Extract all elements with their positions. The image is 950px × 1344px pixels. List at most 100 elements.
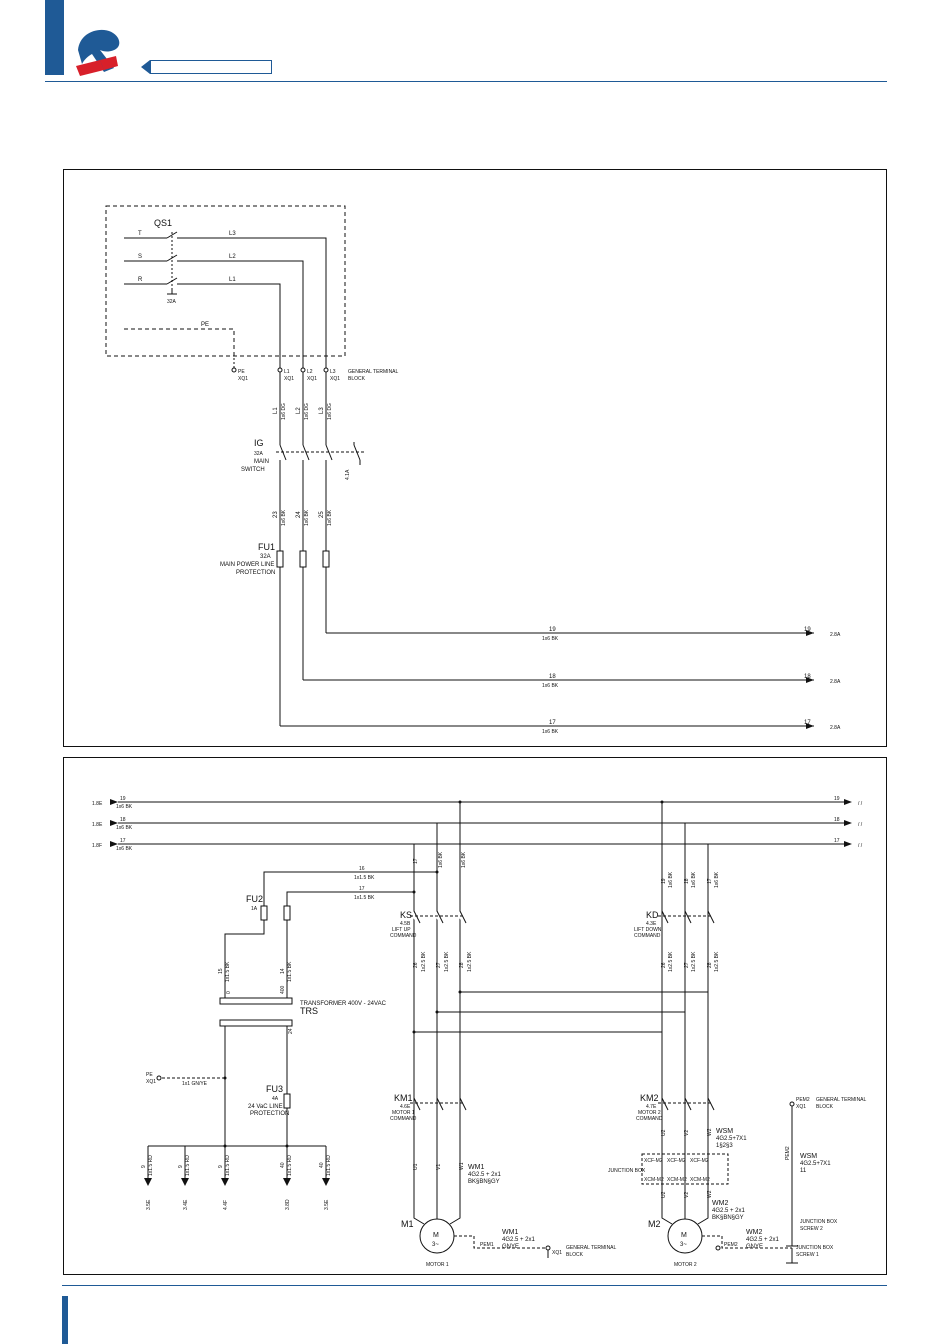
wm2-label: WM2 <box>712 1200 728 1207</box>
kd-desc-1: LIFT DOWN <box>634 927 662 933</box>
pe-label: PE <box>201 322 209 328</box>
kd-out-28-spec: 1x2.5 BK <box>714 951 720 972</box>
line-l1-label: L1 <box>229 277 236 283</box>
wire-19-end: 19 <box>804 627 811 633</box>
fu1-desc-1: MAIN POWER LINE <box>220 562 274 568</box>
xcm-1: XCM-M2 <box>644 1177 664 1183</box>
wsm-b-label: WSM <box>800 1153 817 1160</box>
out-wire-3: 9 <box>218 1165 224 1168</box>
km1-desc-2: COMMAND <box>390 1116 417 1122</box>
wire-19-label: 19 <box>549 627 556 633</box>
m1-symbol: M <box>433 1232 439 1239</box>
bus-19-ref: 1.8E <box>92 801 103 807</box>
out-ref-4: 3.8D <box>285 1199 291 1210</box>
ks-out-28: 28 <box>459 962 465 968</box>
km2-feed-19: 19 <box>661 878 667 884</box>
ks-out-26: 26 <box>413 962 419 968</box>
gtb3-label: GENERAL TERMINAL <box>816 1097 867 1103</box>
out-spec-4: 1x1.5 RD <box>287 1155 293 1176</box>
wire-19-spec: 1x6 BK <box>542 636 559 642</box>
wsm-label: WSM <box>716 1128 733 1135</box>
out-spec-1: 1x1.5 RD <box>148 1155 154 1176</box>
bus-19-label: 19 <box>120 796 126 802</box>
out-ref-2: 3.4E <box>183 1199 189 1210</box>
m1-w1: W1 <box>459 1162 465 1170</box>
wsm-b-spec-1: 4G2.5+7X1 <box>800 1161 831 1167</box>
ig-aux-ref: 4.1A <box>345 469 351 480</box>
xcm-2: XCM-M2 <box>667 1177 687 1183</box>
bus-18-arrow-ref: / / <box>858 822 863 828</box>
bus-19-spec: 1x6 BK <box>116 804 133 810</box>
ks-out-28-spec: 1x2.5 BK <box>467 951 473 972</box>
m1-label: M1 <box>401 1219 414 1229</box>
line-l2-label: L2 <box>229 254 236 260</box>
tap-24: 24 <box>288 1028 294 1034</box>
bus-17-end: 17 <box>834 838 840 844</box>
xcm-3: XCM-M2 <box>690 1177 710 1183</box>
phase-r: R <box>138 277 143 283</box>
terminal-l2-xq: XQ1 <box>307 376 317 382</box>
fu2-label: FU2 <box>246 894 263 904</box>
jbs2-label-1: JUNCTION BOX <box>800 1219 838 1225</box>
qs1-label: QS1 <box>154 218 172 228</box>
fu3-rating: 4A <box>272 1096 279 1102</box>
wm1-spec-1: 4G2.5 + 2x1 <box>468 1172 502 1178</box>
gtb1-label-2: BLOCK <box>566 1252 584 1258</box>
pe-ctrl-label: PE <box>146 1072 153 1078</box>
terminal-l3-xq: XQ1 <box>330 376 340 382</box>
km2-w2-top: W2 <box>707 1128 713 1136</box>
km2-ref: 4.7E <box>646 1104 657 1110</box>
out-spec-3: 1x1.5 RD <box>225 1155 231 1176</box>
power-circuit-panel: QS1 T S R L3 L2 L1 32A PE PE XQ1 L1 XQ1 … <box>63 169 887 747</box>
trs-desc: TRANSFORMER 400V - 24VAC <box>300 1001 387 1007</box>
bus-19-end: 19 <box>834 796 840 802</box>
ig-label: IG <box>254 438 264 448</box>
ctrl-wire-17-spec: 1x1.5 BK <box>354 895 375 901</box>
wm2b-spec-1: 4G2.5 + 2x1 <box>746 1237 780 1243</box>
wsm-spec-2: 1§2§3 <box>716 1143 733 1149</box>
km2-u2-top: U2 <box>661 1129 667 1136</box>
terminal-l2: L2 <box>307 369 313 375</box>
bus-18-end: 18 <box>834 817 840 823</box>
m2-u2: U2 <box>661 1191 667 1198</box>
km2-label: KM2 <box>640 1093 659 1103</box>
bus-17-spec: 1x6 BK <box>116 846 133 852</box>
wm2b-label: WM2 <box>746 1229 762 1236</box>
km1-label: KM1 <box>394 1093 413 1103</box>
ks-out-27: 27 <box>436 962 442 968</box>
ig-desc-1: MAIN <box>254 459 269 465</box>
wire-23: 23 <box>273 511 279 518</box>
qs1-enclosure <box>105 205 346 357</box>
footer-rule <box>62 1285 887 1286</box>
terminal-block-label-2: BLOCK <box>348 376 366 382</box>
jbs1-label-2: SCREW 1 <box>796 1252 819 1258</box>
jbs2-label-2: SCREW 2 <box>800 1226 823 1232</box>
bus-17-ref: 1.8F <box>92 843 102 849</box>
wire-17-end: 17 <box>804 720 811 726</box>
wire-18-spec: 1x6 BK <box>542 683 559 689</box>
gtb1-label-1: GENERAL TERMINAL <box>566 1245 617 1251</box>
junction-box-label: JUNCTION BOX <box>608 1168 646 1174</box>
kd-label: KD <box>646 910 659 920</box>
km2-feed-18-spec: 1x6 BK <box>691 871 697 888</box>
wire-17-label: 17 <box>549 720 556 726</box>
fu2-rating: 1A <box>251 906 258 912</box>
out-spec-2: 1x1.5 RD <box>185 1155 191 1176</box>
terminal-l1-xq: XQ1 <box>284 376 294 382</box>
km2-feed-17: 17 <box>707 878 713 884</box>
m2-label: M2 <box>648 1219 661 1229</box>
wire-24: 24 <box>296 511 302 518</box>
km2-feed-18: 18 <box>684 878 690 884</box>
m2-phase: 3~ <box>680 1242 687 1248</box>
m1-phase: 3~ <box>432 1242 439 1248</box>
ks-label: KS <box>400 910 412 920</box>
wire-18-ref: 2.8A <box>830 679 841 685</box>
ctrl-wire-16: 16 <box>359 866 365 872</box>
kd-out-26-spec: 1x2.5 BK <box>668 951 674 972</box>
m2-symbol: M <box>681 1232 687 1239</box>
pem2-label: PEM2 <box>724 1242 738 1248</box>
out-wire-1: 9 <box>141 1165 147 1168</box>
bus-18-ref: 1.8E <box>92 822 103 828</box>
line-l3-label: L3 <box>229 231 236 237</box>
trs-label: TRS <box>300 1006 318 1016</box>
